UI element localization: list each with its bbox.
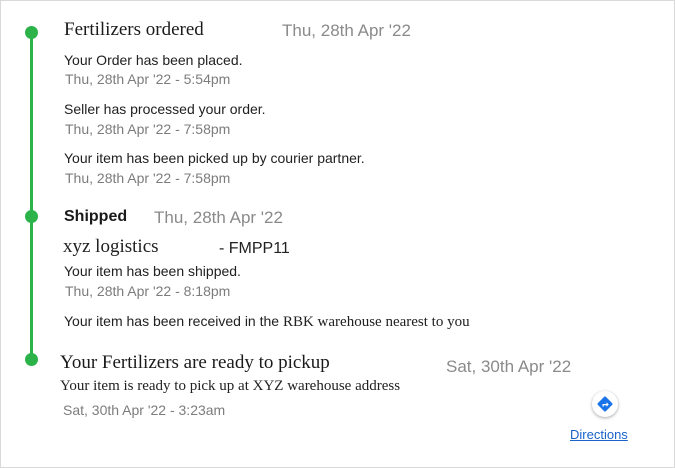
section-title-pickup: Your Fertilizers are ready to pickup: [60, 352, 330, 373]
timeline-dot-shipped: [25, 210, 38, 223]
event-time: Thu, 28th Apr '22 - 7:58pm: [65, 170, 231, 186]
timeline-dot-pickup: [25, 353, 38, 366]
section-title-ordered: Fertilizers ordered: [64, 19, 204, 40]
event-message: Your Order has been placed.: [64, 52, 243, 68]
received-prefix: Your item has been received in the: [64, 313, 280, 329]
event-message: Your item has been shipped.: [64, 263, 241, 279]
pickup-time: Sat, 30th Apr '22 - 3:23am: [63, 402, 226, 418]
timeline-dot-ordered: [25, 26, 38, 39]
event-message: Seller has processed your order.: [64, 101, 266, 117]
event-time: Thu, 28th Apr '22 - 5:54pm: [65, 71, 231, 87]
section-date-ordered: Thu, 28th Apr '22: [282, 21, 411, 40]
section-date-pickup: Sat, 30th Apr '22: [446, 357, 572, 376]
event-time: Thu, 28th Apr '22 - 8:18pm: [65, 283, 231, 299]
directions-arrow-icon: [597, 396, 613, 412]
tracking-id: - FMPP11: [219, 240, 290, 257]
directions-icon[interactable]: [592, 391, 618, 417]
section-title-shipped: Shipped: [64, 208, 128, 225]
event-time: Thu, 28th Apr '22 - 7:58pm: [65, 121, 231, 137]
event-message: Your item has been picked up by courier …: [64, 150, 365, 166]
section-date-shipped: Thu, 28th Apr '22: [154, 208, 283, 227]
received-message: Your item has been received in the RBK w…: [64, 313, 470, 331]
directions-link[interactable]: Directions: [570, 427, 628, 442]
pickup-message: Your item is ready to pick up at XYZ war…: [60, 378, 401, 394]
received-suffix: RBK warehouse nearest to you: [282, 314, 470, 330]
courier-name: xyz logistics: [63, 236, 159, 257]
timeline-line: [30, 32, 33, 360]
